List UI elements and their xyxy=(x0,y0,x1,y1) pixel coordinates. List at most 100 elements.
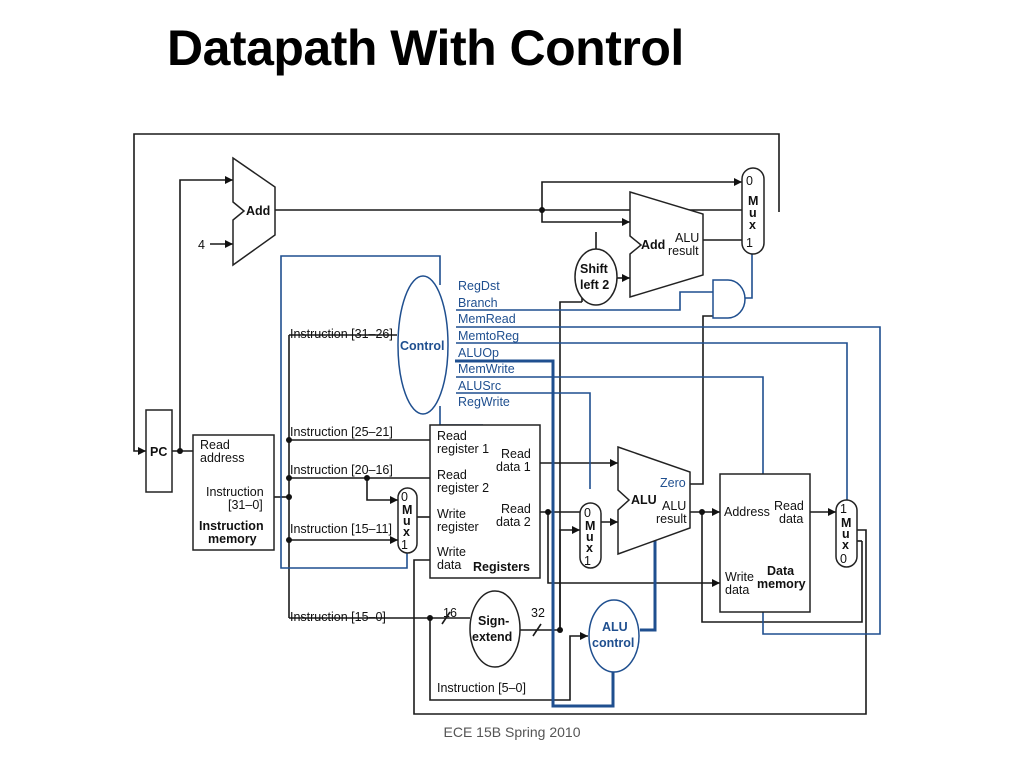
control-unit: Control RegDst Branch MemRead MemtoReg A… xyxy=(397,275,519,415)
pc-label: PC xyxy=(150,445,167,459)
branch-adder-label: Add xyxy=(641,238,665,252)
signal-regwrite: RegWrite xyxy=(458,395,510,409)
signal-memread: MemRead xyxy=(458,312,516,326)
imem-read-label: Read xyxy=(200,438,230,452)
sign-extend-out-width: 32 xyxy=(531,606,545,620)
alusrc-mux-0: 0 xyxy=(584,506,591,520)
alu-result: result xyxy=(656,512,687,526)
instruction-fields: Instruction [31–26] Instruction [25–21] … xyxy=(290,327,526,695)
alusrc-mux: 0 M u x 1 xyxy=(579,502,602,569)
alu-control-label-1: ALU xyxy=(602,620,628,634)
pc-mux-0: 0 xyxy=(746,174,753,188)
imem-instruction-label: Instruction xyxy=(206,485,264,499)
pc-register: PC xyxy=(145,409,173,493)
regdst-mux-x: x xyxy=(403,525,410,539)
signal-branch: Branch xyxy=(458,296,498,310)
branch-adder: Add ALU result xyxy=(629,190,704,299)
dmem-write-b: data xyxy=(725,583,749,597)
memtoreg-mux-1: 1 xyxy=(840,502,847,516)
alusrc-mux-m: M xyxy=(585,519,595,533)
signal-alusrc: ALUSrc xyxy=(458,379,501,393)
signal-memtoreg: MemtoReg xyxy=(458,329,519,343)
reg-name: Registers xyxy=(473,560,530,574)
pc-adder: Add 4 xyxy=(198,156,276,267)
control-label: Control xyxy=(400,339,444,353)
reg-rr1-b: register 1 xyxy=(437,442,489,456)
instr-25-21: Instruction [25–21] xyxy=(290,425,393,439)
reg-rr2-b: register 2 xyxy=(437,481,489,495)
dmem-address: Address xyxy=(724,505,770,519)
alu-alu: ALU xyxy=(662,499,686,513)
alu-zero: Zero xyxy=(660,476,686,490)
reg-rr1-a: Read xyxy=(437,429,467,443)
alu-control: ALU control xyxy=(588,599,640,673)
pc-source-mux: 0 M u x 1 xyxy=(741,167,765,255)
imem-range-label: [31–0] xyxy=(228,498,263,512)
reg-wd-b: data xyxy=(437,558,461,572)
shift-left-2: Shift left 2 xyxy=(574,248,618,306)
reg-wd-a: Write xyxy=(437,545,466,559)
pc-mux-m: M xyxy=(748,194,758,208)
regdst-mux-1: 1 xyxy=(401,538,408,552)
dmem-name-b: memory xyxy=(757,577,806,591)
data-memory: Address Read data Write data Data memory xyxy=(719,473,811,613)
register-file: Read register 1 Read register 2 Write re… xyxy=(429,424,541,579)
alu-control-label-2: control xyxy=(592,636,634,650)
regdst-mux-u: u xyxy=(403,514,411,528)
page-title: Datapath With Control xyxy=(167,20,684,76)
regdst-mux: 0 M u x 1 xyxy=(397,487,418,554)
regdst-mux-m: M xyxy=(402,503,412,517)
alusrc-mux-u: u xyxy=(586,530,594,544)
signal-memwrite: MemWrite xyxy=(458,362,515,376)
reg-wr-b: register xyxy=(437,520,479,534)
footer: ECE 15B Spring 2010 xyxy=(443,724,581,740)
shift-label-1: Shift xyxy=(580,262,609,276)
alu: ALU Zero ALU result xyxy=(617,445,691,556)
memtoreg-mux-m: M xyxy=(841,516,851,530)
reg-rd1-a: Read xyxy=(501,447,531,461)
branch-and-gate xyxy=(712,279,746,319)
imem-name-1: Instruction xyxy=(199,519,264,533)
instr-15-0: Instruction [15–0] xyxy=(290,610,386,624)
imem-address-label: address xyxy=(200,451,244,465)
instr-5-0: Instruction [5–0] xyxy=(437,681,526,695)
memtoreg-mux-x: x xyxy=(842,538,849,552)
instr-31-26: Instruction [31–26] xyxy=(290,327,393,341)
alusrc-mux-1: 1 xyxy=(584,554,591,568)
memtoreg-mux-u: u xyxy=(842,527,850,541)
sign-extend: Sign- extend 16 32 xyxy=(441,590,545,668)
alusrc-mux-x: x xyxy=(586,541,593,555)
reg-rr2-a: Read xyxy=(437,468,467,482)
memtoreg-mux: 1 M u x 0 xyxy=(835,499,858,568)
signal-aluop: ALUOp xyxy=(458,346,499,360)
alu-label: ALU xyxy=(631,493,657,507)
pc-adder-label: Add xyxy=(246,204,270,218)
regdst-mux-0: 0 xyxy=(401,490,408,504)
sign-extend-label-2: extend xyxy=(472,630,512,644)
arrowheads xyxy=(138,176,836,640)
sign-extend-label-1: Sign- xyxy=(478,614,509,628)
reg-rd1-b: data 1 xyxy=(496,460,531,474)
dmem-read-a: Read xyxy=(774,499,804,513)
memtoreg-mux-0: 0 xyxy=(840,552,847,566)
dmem-name-a: Data xyxy=(767,564,795,578)
branch-adder-alu: ALU xyxy=(675,231,699,245)
branch-adder-result: result xyxy=(668,244,699,258)
instr-15-11: Instruction [15–11] xyxy=(290,522,392,536)
pc-mux-x: x xyxy=(749,218,756,232)
pc-mux-u: u xyxy=(749,206,757,220)
signal-regdst: RegDst xyxy=(458,279,500,293)
dmem-write-a: Write xyxy=(725,570,754,584)
imem-name-2: memory xyxy=(208,532,257,546)
reg-wr-a: Write xyxy=(437,507,466,521)
instr-20-16: Instruction [20–16] xyxy=(290,463,393,477)
instruction-memory: Read address Instruction [31–0] Instruct… xyxy=(192,434,275,551)
junction-dots xyxy=(177,207,705,633)
dmem-read-b: data xyxy=(779,512,803,526)
reg-rd2-b: data 2 xyxy=(496,515,531,529)
pc-mux-1: 1 xyxy=(746,236,753,250)
shift-label-2: left 2 xyxy=(580,278,609,292)
reg-rd2-a: Read xyxy=(501,502,531,516)
pc-adder-const: 4 xyxy=(198,238,205,252)
